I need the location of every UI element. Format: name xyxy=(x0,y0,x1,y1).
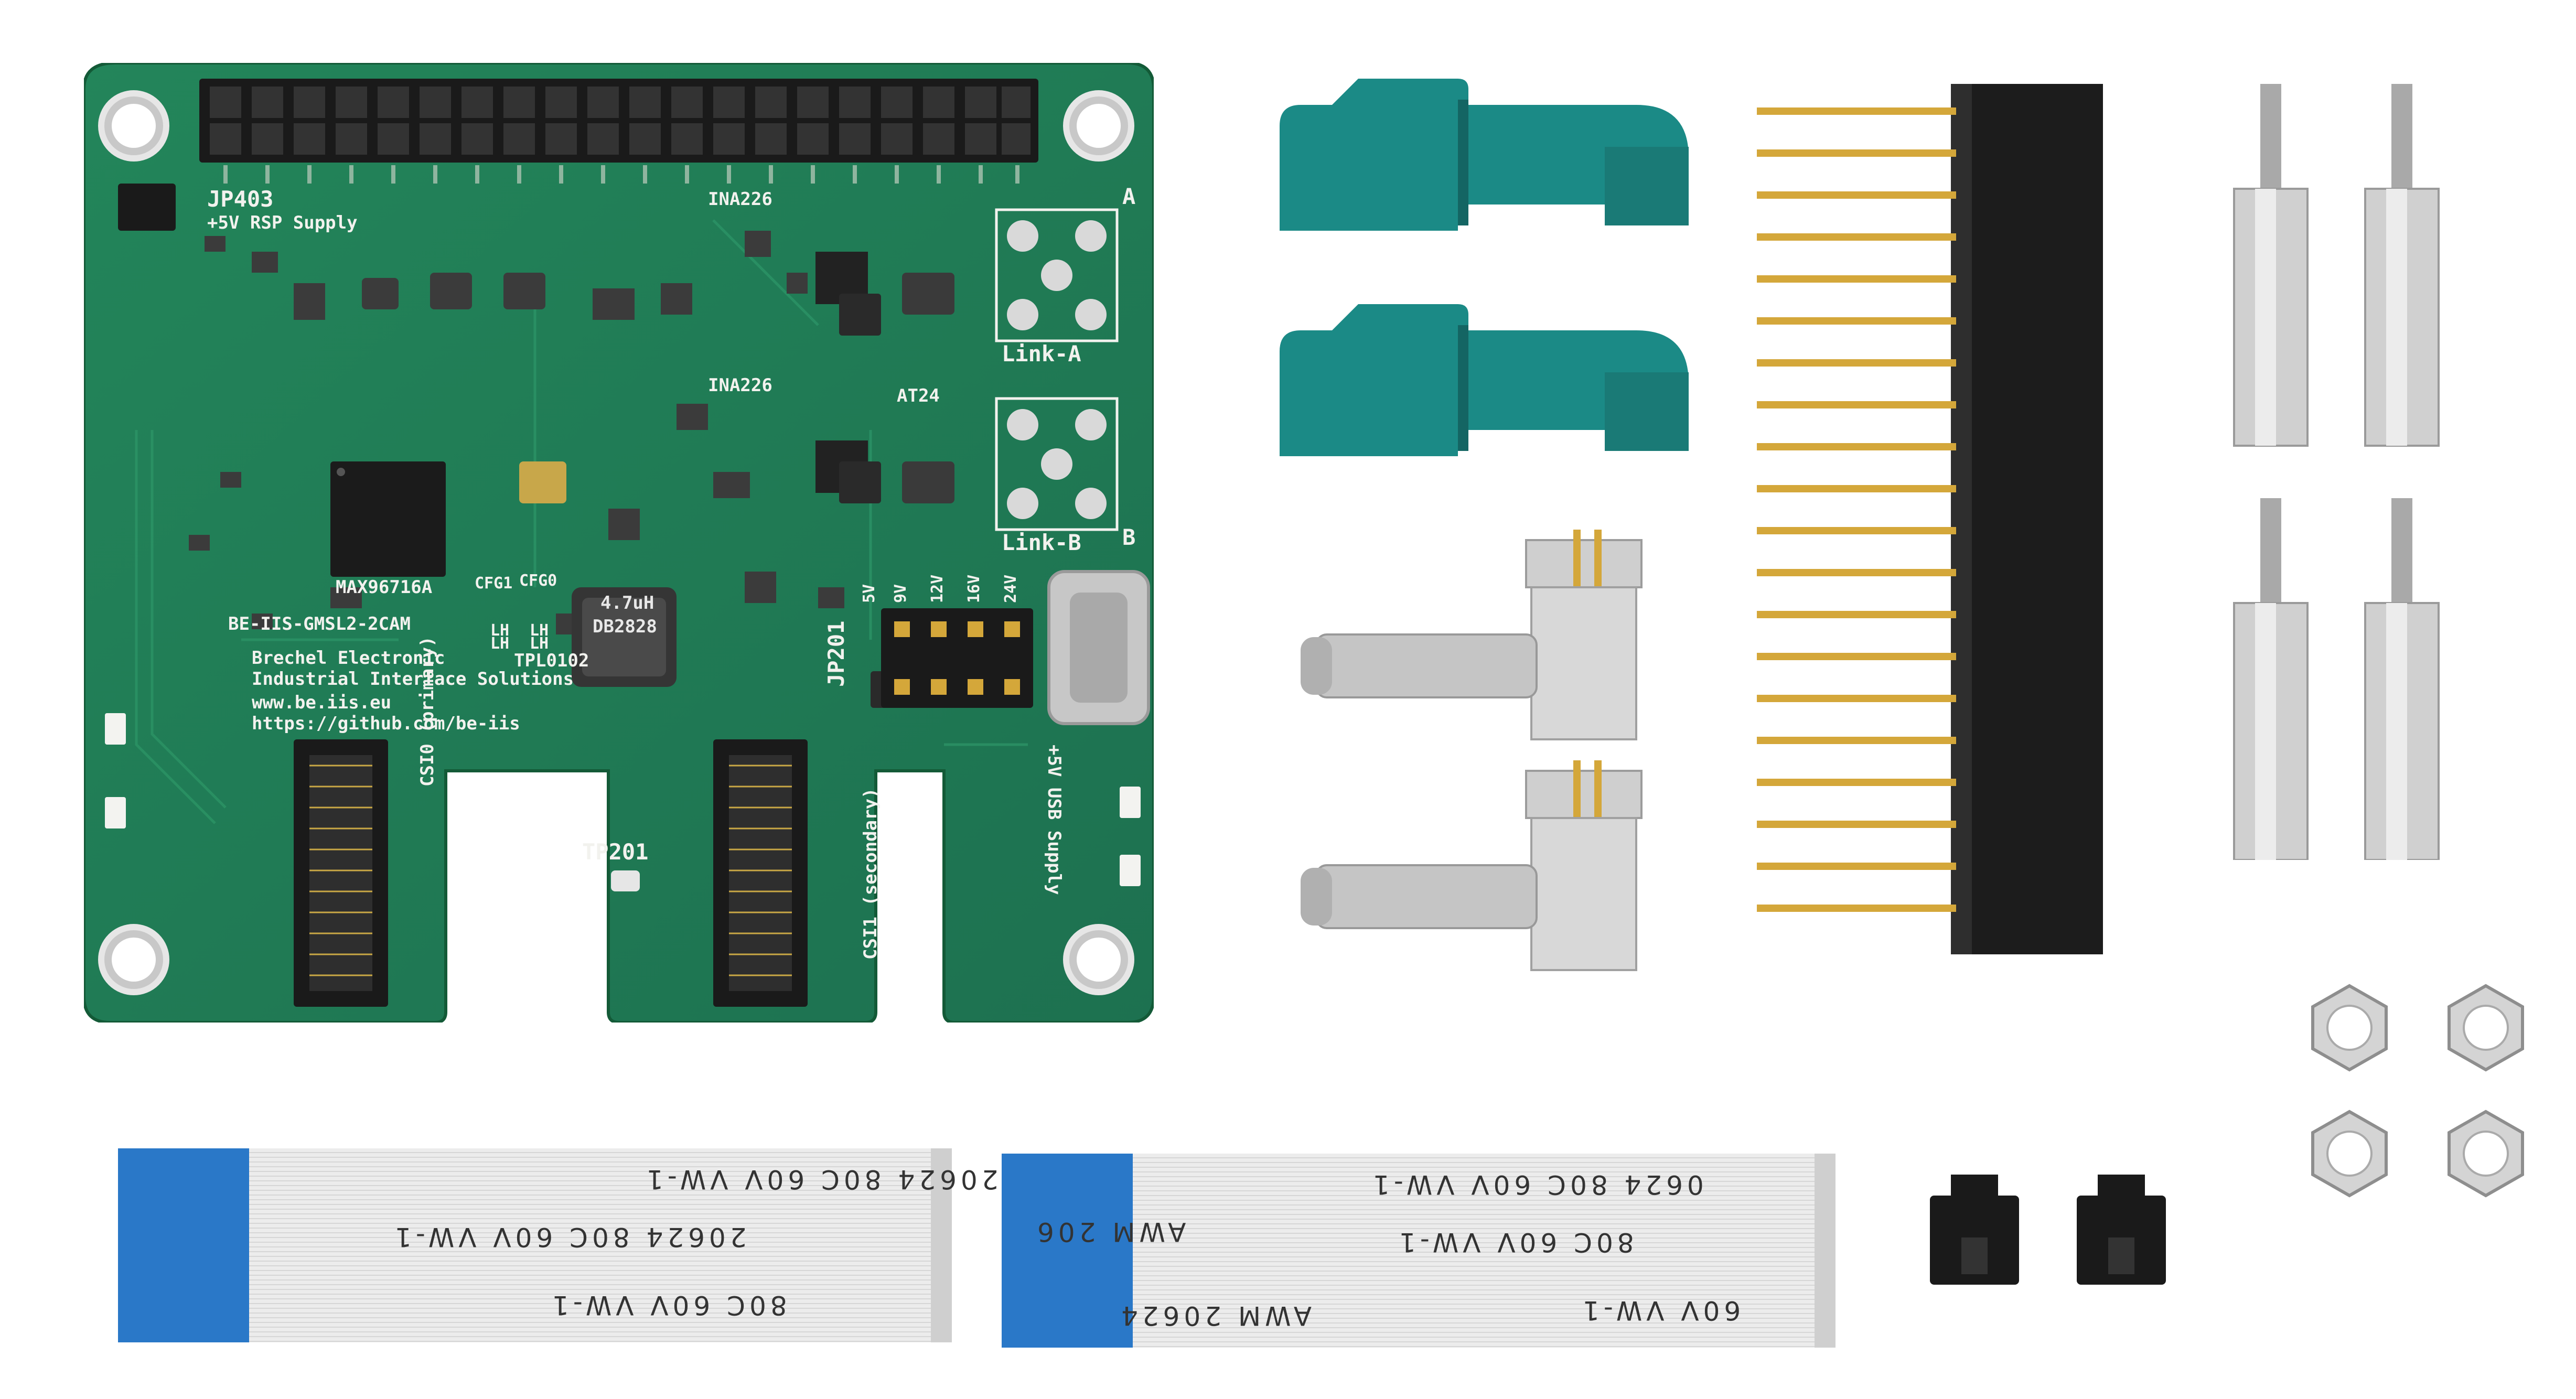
ffc-print-line5: AWM 20624 xyxy=(1117,1300,1312,1331)
voltage-9v-label: 9V xyxy=(892,584,910,603)
lh-label: LH xyxy=(490,621,510,640)
jp201-label: JP201 xyxy=(823,620,849,687)
coax-right-angle-connector xyxy=(1301,760,1643,971)
hex-nut xyxy=(2448,984,2524,1072)
mounting-hole xyxy=(1063,90,1134,162)
power-inductor xyxy=(902,273,954,315)
ffc-print-line2: AWM 206 xyxy=(1033,1217,1186,1247)
ina226-label-b: INA226 xyxy=(708,375,772,396)
voltage-5v-label: 5V xyxy=(860,584,878,603)
lh-label: LH xyxy=(490,634,510,653)
jp403-desc: +5V RSP Supply xyxy=(207,212,358,233)
tp201-testpoint xyxy=(611,870,640,891)
hex-standoff xyxy=(2364,84,2440,447)
mounting-hole xyxy=(1063,924,1134,995)
cfg1-label: CFG1 xyxy=(475,574,513,593)
jp201-voltage-header xyxy=(881,608,1033,708)
coax-right-angle-connector xyxy=(1301,530,1643,740)
fakra-connector xyxy=(1280,79,1689,231)
company-name-line2: Industrial Interface Solutions xyxy=(252,669,574,690)
ffc-cable-right: 0624 80C 60V VW-1 AWM 206 80C 60V VW-1 6… xyxy=(1002,1154,1836,1348)
jp403-label: JP403 xyxy=(207,186,274,212)
ffc-cable-blue-stiffener xyxy=(1002,1154,1133,1348)
pin-a-label: A xyxy=(1122,184,1136,209)
company-name-line1: Brechel Electronic xyxy=(252,648,445,669)
mounting-hole xyxy=(98,90,169,162)
hex-nut xyxy=(2311,1110,2388,1198)
voltage-12v-label: 12V xyxy=(928,574,947,603)
ina226-label-a: INA226 xyxy=(708,189,772,210)
usb-c-connector xyxy=(1047,570,1150,725)
board-name-label: BE-IIS-GMSL2-2CAM xyxy=(228,614,411,634)
ffc-cable-blue-stiffener xyxy=(118,1148,249,1342)
tp201-label: TP201 xyxy=(582,839,649,865)
lh-label: LH xyxy=(530,634,549,653)
csi0-label: CSI0 (primary) xyxy=(417,636,438,787)
power-inductor xyxy=(902,461,954,503)
hex-nut xyxy=(2448,1110,2524,1198)
lh-label: LH xyxy=(530,621,549,640)
csi1-label: CSI1 (secondary) xyxy=(860,788,881,960)
mounting-hole xyxy=(98,924,169,995)
ffc-print-line1: 0624 80C 60V VW-1 xyxy=(1369,1169,1704,1200)
ffc-cable-left: AWM 20624 80C 60V VW-1 20624 80C 60V VW-… xyxy=(118,1148,1089,1342)
gpio-header-40pin xyxy=(199,79,1038,163)
jumper-cap xyxy=(1930,1175,2019,1285)
inductor-4.7uh xyxy=(572,587,677,687)
ffc-print-line2: 20624 80C 60V VW-1 xyxy=(391,1222,747,1252)
standoffs xyxy=(2233,84,2440,860)
voltage-16v-label: 16V xyxy=(965,574,983,603)
pin-b-label: B xyxy=(1122,524,1136,550)
hex-standoff xyxy=(2233,498,2309,860)
hex-nut xyxy=(2311,984,2388,1072)
usb-supply-label: +5V USB Supply xyxy=(1044,745,1065,895)
hex-standoff xyxy=(2233,84,2309,447)
hex-nuts xyxy=(2311,984,2524,1198)
at24-label: AT24 xyxy=(897,385,940,406)
csi0-ffc-connector xyxy=(294,739,388,1007)
fakra-connector xyxy=(1280,304,1689,456)
voltage-24v-label: 24V xyxy=(1002,574,1020,603)
fakra-connectors xyxy=(1280,79,1689,456)
inductor-code-label: DB2828 xyxy=(593,616,657,637)
max96716a-chip xyxy=(330,461,446,577)
jp403-jumper-header xyxy=(118,184,176,231)
coax-connectors xyxy=(1301,530,1643,971)
tpl0102-label: TPL0102 xyxy=(514,650,589,671)
link-a-pads xyxy=(995,208,1119,342)
crystal-oscillator xyxy=(519,461,566,503)
link-b-pads xyxy=(995,397,1119,531)
jumper-cap xyxy=(2077,1175,2166,1285)
hex-standoff xyxy=(2364,498,2440,860)
inductor-value-label: 4.7uH xyxy=(600,593,654,614)
stacking-header-extender xyxy=(1757,84,2103,954)
website-label: www.be.iis.eu xyxy=(252,692,392,713)
link-a-label: Link-A xyxy=(1002,341,1081,367)
max96716a-label: MAX96716A xyxy=(336,577,433,598)
ffc-print-line3: 80C 60V VW-1 xyxy=(1395,1227,1634,1257)
gmsl2-pcb-board xyxy=(84,63,1154,1023)
link-b-label: Link-B xyxy=(1002,530,1081,555)
github-label: https://github.com/be-iis xyxy=(252,713,520,734)
jumper-caps xyxy=(1930,1175,2166,1285)
cfg0-label: CFG0 xyxy=(519,572,557,590)
ffc-print-line3: 80C 60V VW-1 xyxy=(548,1290,787,1320)
ffc-print-line4: 60V VW-1 xyxy=(1579,1295,1741,1326)
csi1-ffc-connector xyxy=(713,739,808,1007)
